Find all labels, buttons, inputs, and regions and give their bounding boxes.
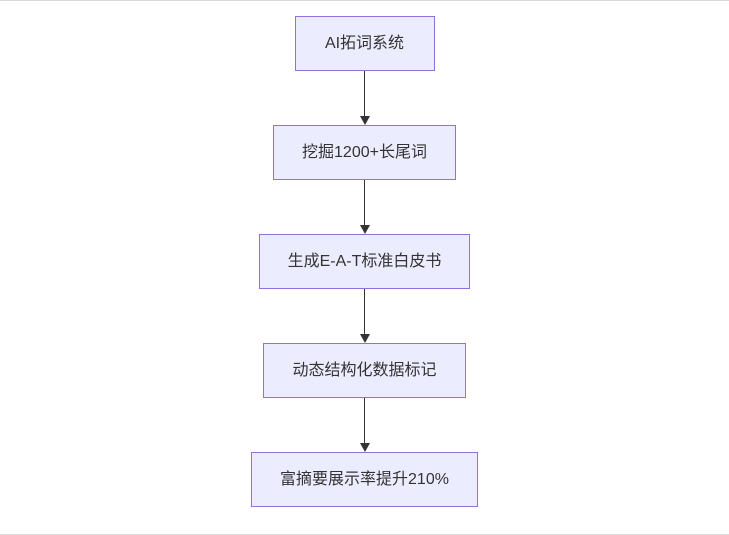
flow-node-structured-data-markup: 动态结构化数据标记 [263, 343, 466, 398]
arrow-line [363, 71, 366, 116]
arrow-down-icon [359, 398, 370, 452]
arrow-head-icon [359, 116, 370, 125]
arrow-head-icon [359, 443, 370, 452]
arrow-down-icon [359, 180, 370, 234]
arrow-head-icon [359, 225, 370, 234]
flow-node-rich-snippet-rate: 富摘要展示率提升210% [251, 452, 478, 507]
flow-node-ai-word-system: AI拓词系统 [294, 16, 435, 71]
arrow-down-icon [359, 71, 370, 125]
arrow-down-icon [359, 289, 370, 343]
flow-node-longtail-keywords: 挖掘1200+长尾词 [273, 125, 456, 180]
arrow-line [363, 180, 366, 225]
flow-node-eat-whitepaper: 生成E-A-T标准白皮书 [258, 234, 471, 289]
arrow-line [363, 398, 366, 443]
arrow-head-icon [359, 334, 370, 343]
flowchart: AI拓词系统 挖掘1200+长尾词 生成E-A-T标准白皮书 动态结构化数据标记… [0, 16, 729, 507]
arrow-line [363, 289, 366, 334]
